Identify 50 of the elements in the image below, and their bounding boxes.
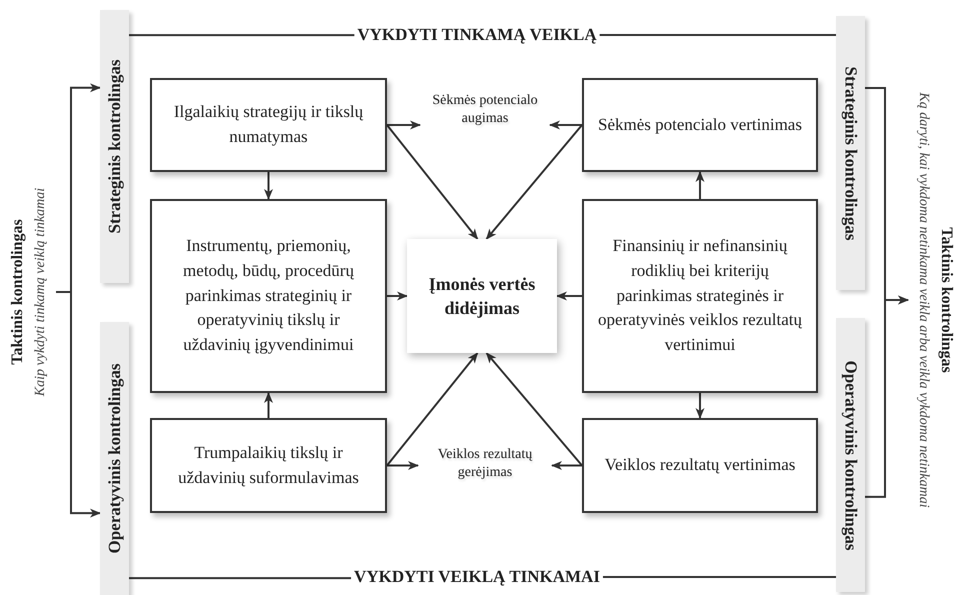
band-label: Operatyvinis kontrolingas — [104, 362, 125, 556]
arrow — [387, 292, 408, 300]
control-band — [836, 318, 865, 592]
flow-label: Sėkmės potencialo augimas — [420, 92, 550, 134]
connector-line — [129, 577, 352, 580]
arrow — [264, 392, 273, 418]
connector-line — [602, 576, 836, 578]
process-box — [150, 78, 387, 172]
arrow — [387, 120, 421, 130]
arrow — [551, 461, 582, 470]
section-heading: VYKDYTI TINKAMĄ VEIKLĄ — [354, 24, 600, 46]
connector-line — [600, 34, 836, 36]
side-heading: Taktinis kontrolingas — [937, 226, 956, 375]
box-text: Finansinių ir nefinansinių rodiklių bei kriterijų parinkimas strateginės ir operatyvinės veiklos rezultatų vertinimui — [597, 235, 803, 356]
arrow — [865, 296, 909, 498]
arrow — [556, 292, 582, 300]
arrow — [696, 393, 704, 419]
side-note: Ką daryti, kai vykdoma netinkama veikla arba veikla vykdoma netinkamai — [915, 91, 932, 510]
control-band — [836, 16, 865, 290]
result-text: Įmonės vertės didėjimas — [428, 272, 536, 320]
box-text: Trumpalaikių tikslų ir uždavinių suformulavimas — [177, 442, 360, 488]
arrow — [486, 124, 583, 240]
arrow — [386, 124, 478, 240]
arrow — [387, 461, 419, 470]
arrow — [386, 352, 478, 466]
arrow — [549, 120, 582, 130]
side-note: Kaip vykdyti tinkamą veiklą tinkamai — [32, 186, 49, 398]
control-band — [100, 322, 129, 595]
control-band — [100, 10, 129, 283]
connector-line — [129, 34, 354, 36]
side-heading: Taktinis kontrolingas — [8, 218, 27, 367]
process-box — [150, 199, 387, 393]
box-text: Sėkmės potencialo vertinimas — [598, 114, 802, 136]
box-text: Veiklos rezultatų vertinimas — [604, 454, 796, 476]
process-box — [582, 78, 818, 172]
process-box — [150, 418, 387, 513]
box-text: Ilgalaikių strategijų ir tikslų numatymas — [172, 101, 364, 148]
band-label: Strateginis kontrolingas — [104, 58, 125, 236]
band-label: Operatyvinis kontrolingas — [840, 358, 861, 552]
box-text: Instrumentų, priemonių, metodų, būdų, procedūrų parinkimas strateginių ir operatyvinių tikslų ir uždavinių įgyvendinimui — [182, 235, 355, 356]
arrow — [696, 171, 704, 199]
flow-label: Veiklos rezultatų gerėjimas — [418, 446, 552, 488]
arrow — [486, 352, 583, 466]
process-box — [582, 199, 818, 393]
section-heading: VYKDYTI VEIKLĄ TINKAMAI — [351, 566, 603, 588]
arrow — [56, 291, 101, 518]
result-box — [407, 239, 557, 353]
process-box — [582, 418, 818, 513]
arrow — [264, 172, 273, 200]
band-label: Strateginis kontrolingas — [840, 65, 861, 242]
